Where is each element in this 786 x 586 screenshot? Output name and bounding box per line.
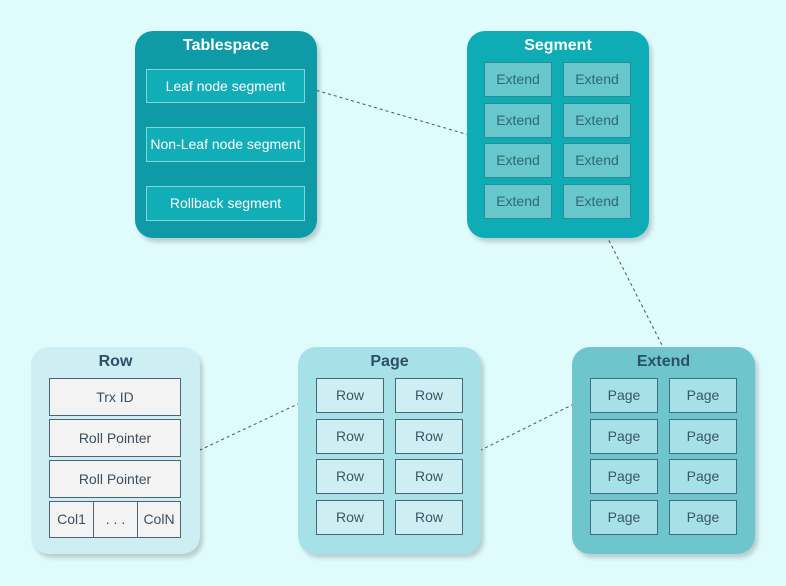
leaf-node-segment: Leaf node segment [146, 69, 305, 103]
page-row-cell: Row [316, 459, 384, 494]
extend-page-cell: Page [669, 378, 737, 413]
segment-extend-cell: Extend [563, 143, 631, 178]
page-row-cell: Row [395, 419, 463, 454]
col1-field: Col1 [49, 501, 94, 538]
connector-extend-card-to-page-card [480, 395, 591, 451]
segment-box: Segment Extend Extend Extend Extend Exte… [467, 31, 649, 238]
segment-extend-cell: Extend [563, 184, 631, 219]
extend-page-cell: Page [669, 419, 737, 454]
tablespace-box: Tablespace Leaf node segment Non-Leaf no… [135, 31, 317, 238]
extend-page-cell: Page [590, 500, 658, 535]
row-box: Row Trx ID Roll Pointer Roll Pointer Col… [31, 347, 200, 554]
coln-field: ColN [137, 501, 181, 538]
extend-page-cell: Page [669, 500, 737, 535]
rollback-segment: Rollback segment [146, 186, 305, 221]
segment-extend-cell: Extend [484, 62, 552, 97]
segment-extend-cell: Extend [563, 103, 631, 138]
segment-extend-cell: Extend [484, 103, 552, 138]
connector-extend-to-extend-card [597, 218, 664, 348]
segment-title: Segment [524, 37, 592, 54]
roll-pointer-field: Roll Pointer [49, 460, 181, 498]
trx-id-field: Trx ID [49, 378, 181, 416]
segment-extend-cell: Extend [484, 184, 552, 219]
extend-title: Extend [636, 353, 691, 370]
page-row-cell: Row [316, 378, 384, 413]
connector-page-card-to-row-card [199, 402, 301, 451]
extend-page-cell: Page [590, 419, 658, 454]
page-row-cell: Row [395, 378, 463, 413]
ellipsis-field: . . . [93, 501, 138, 538]
roll-pointer-field: Roll Pointer [49, 419, 181, 457]
extend-page-cell: Page [590, 378, 658, 413]
row-title: Row [98, 353, 133, 370]
non-leaf-node-segment: Non-Leaf node segment [146, 127, 305, 162]
page-title: Page [370, 353, 409, 370]
page-row-cell: Row [395, 500, 463, 535]
connector-leaf-to-segment [304, 86, 470, 136]
segment-extend-cell: Extend [563, 62, 631, 97]
extend-page-cell: Page [590, 459, 658, 494]
page-box: Page Row Row Row Row Row Row Row Row [298, 347, 481, 554]
tablespace-title: Tablespace [183, 37, 269, 54]
extend-box: Extend Page Page Page Page Page Page Pag… [572, 347, 755, 554]
page-row-cell: Row [316, 419, 384, 454]
page-row-cell: Row [395, 459, 463, 494]
page-row-cell: Row [316, 500, 384, 535]
extend-page-cell: Page [669, 459, 737, 494]
segment-extend-cell: Extend [484, 143, 552, 178]
